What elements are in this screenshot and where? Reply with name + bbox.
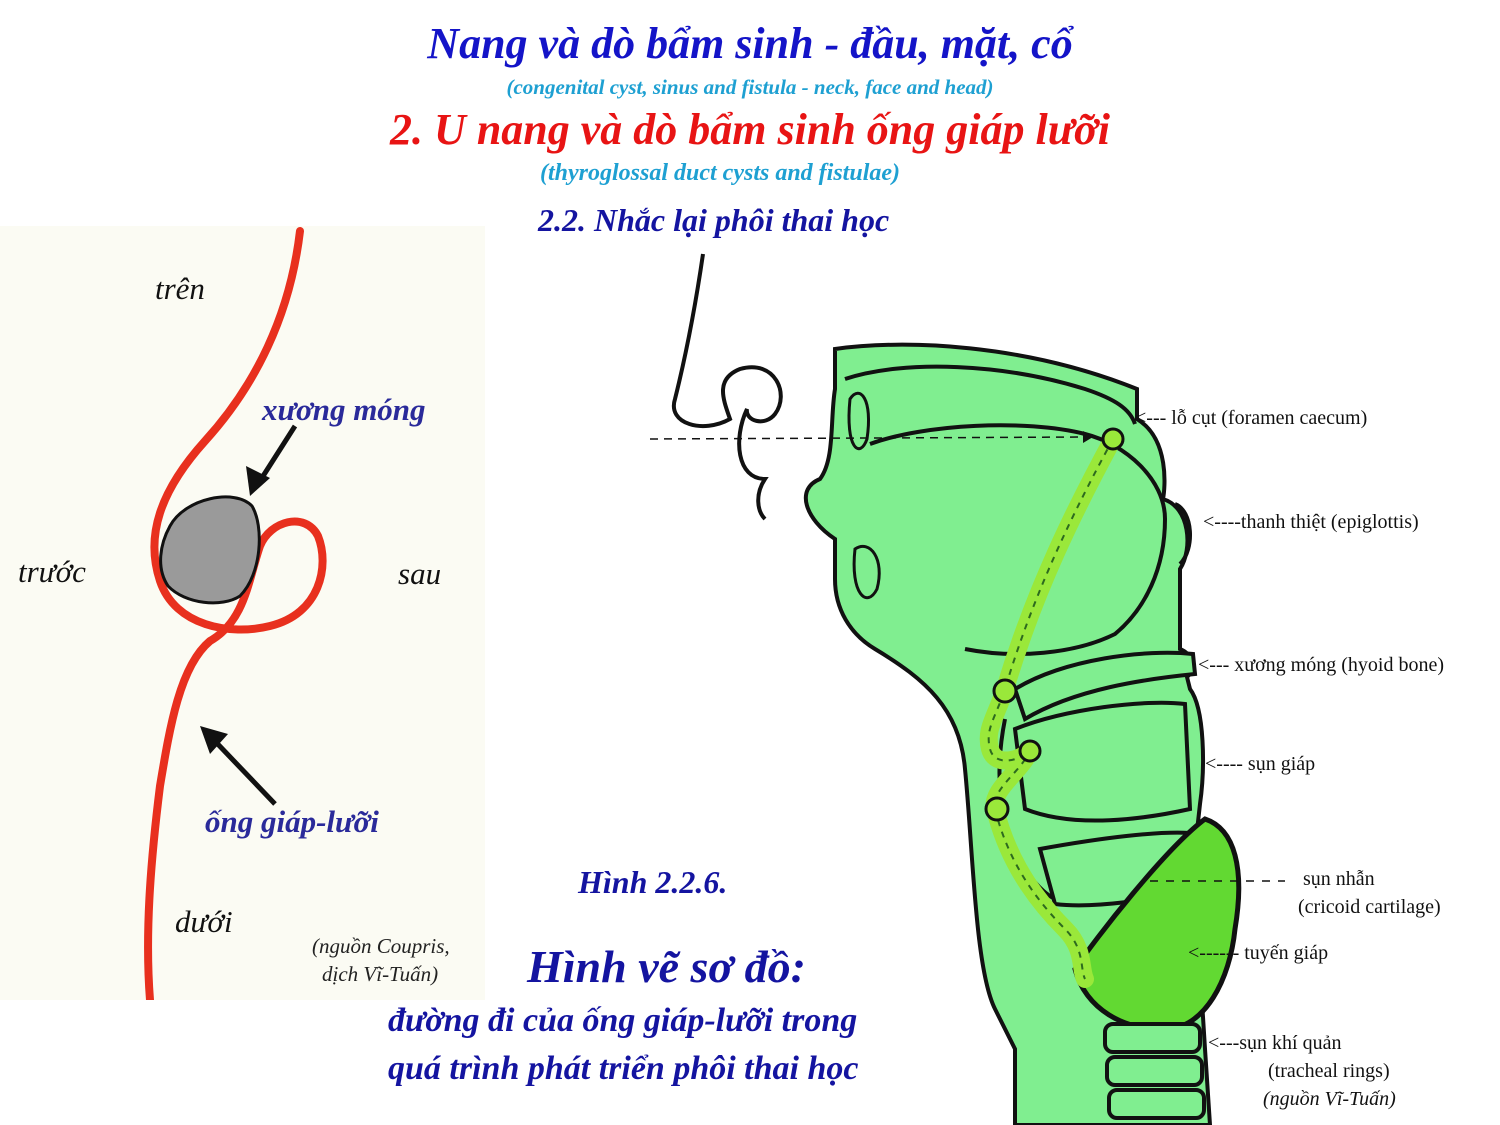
face-profile-outline: [671, 253, 783, 521]
hyoid-pointer-arrow: [255, 424, 298, 486]
label-bottom: dưới: [175, 904, 233, 939]
thyroid-cartilage-shape: [1012, 700, 1193, 823]
label-back: sau: [398, 556, 442, 591]
hyoid-bone-shape: [159, 495, 261, 605]
label-top: trên: [155, 271, 205, 306]
page-title-english: (congenital cyst, sinus and fistula - ne…: [506, 75, 994, 99]
palate-line: [844, 364, 1137, 425]
annotation-epiglottis: <----thanh thiệt (epiglottis): [1203, 511, 1419, 533]
duct-pointer-arrow: [210, 736, 277, 806]
label-hyoid-bone: xương móng: [262, 392, 426, 427]
right-source-credit: (nguồn Vĩ-Tuấn): [1263, 1088, 1396, 1110]
duct-pointer-arrowhead: [200, 726, 228, 754]
foramen-guide-arrowhead: [1083, 431, 1093, 443]
left-source-line-2: dịch Vĩ-Tuấn): [322, 962, 439, 986]
label-front: trước: [18, 554, 86, 589]
tracheal-rings: [1103, 1022, 1206, 1120]
teeth-upper: [847, 391, 870, 451]
right-diagram-panel: <--- lỗ cụt (foramen caecum) <----thanh …: [645, 249, 1500, 1125]
annotation-thyroid-gland: <------ tuyến giáp: [1188, 942, 1329, 964]
annotation-cricoid-vi: sụn nhẫn: [1303, 868, 1375, 890]
label-thyroglossal-duct: ống giáp-lưỡi: [205, 804, 379, 839]
page-subtitle-english: (thyroglossal duct cysts and fistulae): [540, 160, 901, 186]
page-title: Nang và dò bẩm sinh - đầu, mặt, cổ: [427, 19, 1073, 68]
figure-description-line-1: đường đi của ống giáp-lưỡi trong: [388, 1002, 858, 1039]
epiglottis-shape: [1173, 502, 1193, 566]
section-heading: 2.2. Nhắc lại phôi thai học: [538, 202, 890, 238]
annotation-hyoid-bone: <--- xương móng (hyoid bone): [1198, 654, 1444, 676]
figure-number: Hình 2.2.6.: [578, 864, 728, 900]
left-diagram-panel: trên trước sau dưới xương móng ống giáp-…: [0, 226, 485, 1000]
page-subtitle: 2. U nang và dò bẩm sinh ống giáp lưỡi: [390, 105, 1110, 154]
duct-nodes: [984, 427, 1125, 822]
annotation-tracheal-rings-en: (tracheal rings): [1268, 1060, 1390, 1082]
annotation-tracheal-rings-vi: <---sụn khí quản: [1208, 1032, 1342, 1054]
left-source-line-1: (nguồn Coupris,: [312, 934, 450, 958]
left-diagram-drawing: [144, 227, 327, 1000]
tongue-outline: [869, 423, 1168, 656]
hyoid-pointer-arrowhead: [246, 466, 270, 496]
figure-title: Hình vẽ sơ đồ:: [527, 941, 806, 992]
thyroglossal-duct-path: [144, 227, 327, 1000]
annotation-foramen-caecum: <--- lỗ cụt (foramen caecum): [1135, 407, 1368, 429]
hyoid-bone-shape-right: [1012, 650, 1198, 722]
teeth-lower: [852, 545, 881, 600]
right-diagram-drawing: [649, 253, 1285, 1125]
figure-description-line-2: quá trình phát triển phôi thai học: [388, 1050, 859, 1087]
annotation-cricoid-en: (cricoid cartilage): [1298, 896, 1441, 918]
foramen-guide-line: [649, 436, 1091, 440]
annotation-thyroid-cartilage: <---- sụn giáp: [1205, 753, 1316, 775]
